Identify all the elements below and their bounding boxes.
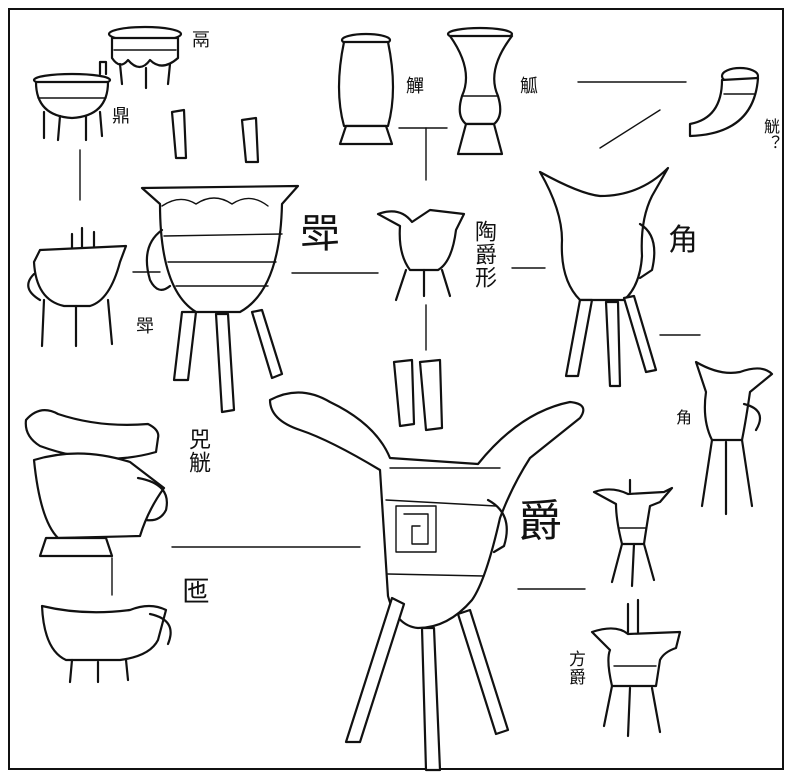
jue-small-vessel <box>594 480 672 586</box>
si-gong-vessel <box>26 410 167 556</box>
jiao-small-vessel <box>696 362 772 514</box>
label-jue: 爵 <box>518 500 562 544</box>
label-gong-question: 觥？ <box>762 118 778 152</box>
label-jiao-small: 角 <box>676 410 692 426</box>
yi-vessel <box>42 606 171 682</box>
label-li: 鬲 <box>190 30 208 49</box>
label-jia-small: 斝 <box>136 318 154 336</box>
label-jiao-large: 角 <box>668 226 698 256</box>
label-gu: 觚 <box>518 76 536 95</box>
label-fang-jue: 方爵 <box>566 650 583 686</box>
gu-vessel <box>448 28 512 154</box>
jia-large-vessel <box>142 110 298 412</box>
label-yi: 匜 <box>182 578 210 606</box>
pottery-jue-vessel <box>378 210 464 300</box>
label-zhi: 觶 <box>404 76 422 95</box>
zhi-vessel <box>339 34 393 144</box>
fang-jue-vessel <box>592 600 680 736</box>
label-ding: 鼎 <box>110 106 128 125</box>
label-jia-large: 斝 <box>300 214 340 254</box>
jiao-large-vessel <box>540 168 668 386</box>
ding-vessel <box>34 62 110 140</box>
gong-horn-vessel <box>690 68 758 136</box>
jia-small-vessel <box>28 228 126 346</box>
li-vessel <box>109 27 181 88</box>
label-si-gong: 兕觥 <box>186 428 208 474</box>
label-tao-jue-xing: 陶爵形 <box>472 220 494 289</box>
jue-main-vessel <box>270 360 583 770</box>
